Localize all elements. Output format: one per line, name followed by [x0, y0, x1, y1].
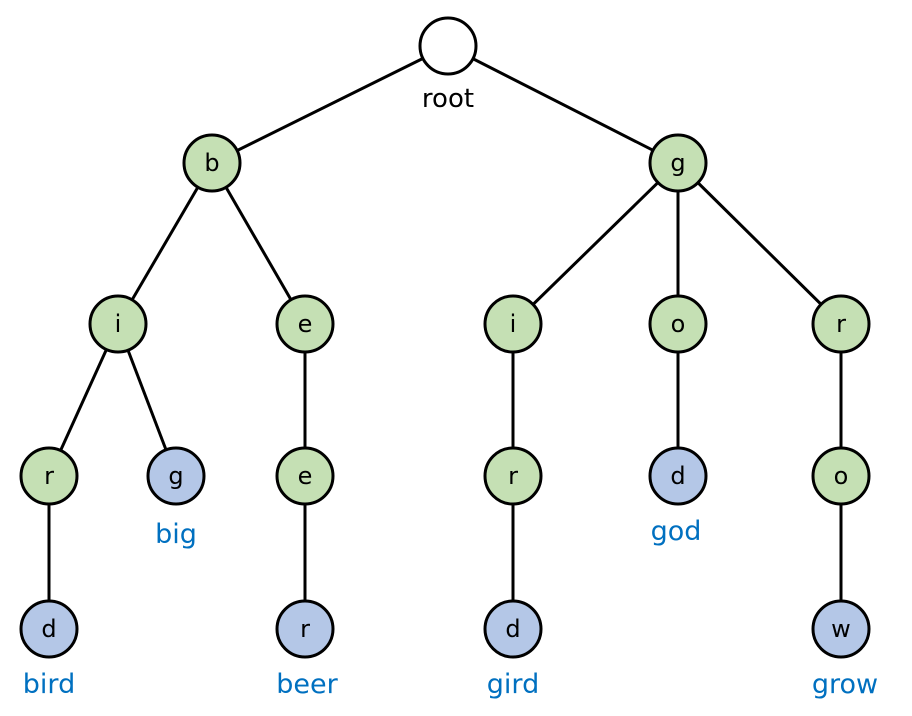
trie-node-root	[418, 16, 478, 76]
node-letter: e	[298, 310, 313, 338]
terminal-node-circle	[483, 599, 543, 659]
terminal-node-circle	[648, 446, 708, 506]
node-circle	[483, 294, 543, 354]
node-letter: b	[204, 149, 219, 177]
node-letter: e	[298, 462, 313, 490]
node-circle	[483, 446, 543, 506]
node-circle	[275, 446, 335, 506]
node-circle	[275, 294, 335, 354]
node-letter: r	[44, 462, 54, 490]
trie-node-grow: w	[811, 599, 871, 659]
word-label-grow: grow	[812, 669, 878, 700]
trie-node-beer: r	[275, 599, 335, 659]
trie-node-gird: d	[483, 599, 543, 659]
node-letter: i	[510, 310, 517, 338]
trie-node-b: b	[182, 133, 242, 193]
trie-node-bi: i	[88, 294, 148, 354]
node-letter: o	[834, 462, 849, 490]
word-label-god: god	[651, 516, 702, 547]
node-circle	[182, 133, 242, 193]
node-letter: i	[115, 310, 122, 338]
trie-node-god: d	[648, 446, 708, 506]
trie-node-gr: r	[811, 294, 871, 354]
node-letter: w	[831, 615, 851, 643]
node-circle	[88, 294, 148, 354]
trie-node-be: e	[275, 294, 335, 354]
terminal-node-circle	[146, 446, 206, 506]
root-label: root	[422, 84, 474, 114]
node-letter: r	[836, 310, 846, 338]
node-letter: r	[508, 462, 518, 490]
root-node-circle	[418, 16, 478, 76]
node-letter: r	[300, 615, 310, 643]
trie-node-bird: d	[19, 599, 79, 659]
edge-root-g	[447, 44, 679, 165]
edge-root-b	[211, 44, 449, 165]
trie-node-bir: r	[19, 446, 79, 506]
node-circle	[811, 446, 871, 506]
trie-node-go: o	[648, 294, 708, 354]
node-letter: d	[505, 615, 520, 643]
node-circle	[811, 294, 871, 354]
trie-node-big: g	[146, 446, 206, 506]
node-letter: d	[41, 615, 56, 643]
node-circle	[648, 133, 708, 193]
word-label-big: big	[155, 519, 197, 550]
edge-b-be	[210, 162, 307, 325]
trie-nodes: b g i e i o r r g e r d o d r d w	[19, 16, 871, 659]
terminal-node-circle	[811, 599, 871, 659]
node-circle	[19, 446, 79, 506]
node-letter: g	[670, 149, 685, 177]
terminal-node-circle	[19, 599, 79, 659]
trie-node-gi: i	[483, 294, 543, 354]
node-letter: g	[168, 462, 183, 490]
node-circle	[648, 294, 708, 354]
edge-g-gi	[511, 161, 680, 326]
node-letter: d	[670, 462, 685, 490]
word-label-beer: beer	[276, 669, 338, 700]
trie-node-g: g	[648, 133, 708, 193]
trie-node-gro: o	[811, 446, 871, 506]
node-letter: o	[671, 310, 686, 338]
edge-g-gr	[676, 161, 843, 326]
trie-node-bee: e	[275, 446, 335, 506]
word-label-gird: gird	[487, 669, 539, 700]
trie-node-gir: r	[483, 446, 543, 506]
terminal-node-circle	[275, 599, 335, 659]
word-label-bird: bird	[23, 669, 75, 700]
edge-b-bi	[116, 162, 214, 325]
